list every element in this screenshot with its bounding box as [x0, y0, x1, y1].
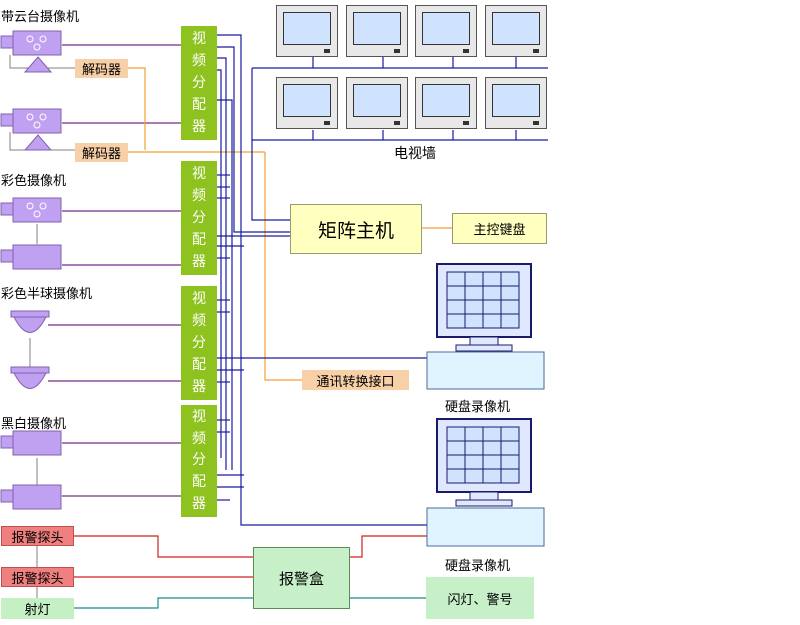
- dvr-label: 硬盘录像机: [445, 559, 511, 574]
- color-camera-label: 彩色摄像机: [1, 174, 67, 189]
- video-lines: [217, 34, 548, 526]
- matrix-host: 矩阵主机: [290, 204, 422, 254]
- ptz-camera-icon: [0, 108, 62, 151]
- distributor-char: 配: [192, 96, 206, 113]
- color-dome-camera-label: 彩色半球摄像机: [1, 287, 93, 302]
- distributor-char: 分: [192, 452, 206, 469]
- distributor-char: 视: [192, 30, 206, 47]
- color-camera-icon: [0, 197, 62, 223]
- spot-lines: [74, 597, 426, 609]
- distributor-char: 视: [192, 409, 206, 426]
- distributor-char: 配: [192, 231, 206, 248]
- alarm-lines: [74, 535, 428, 578]
- alarm-box: 报警盒: [253, 547, 350, 609]
- dvr-computer-icon: [426, 263, 545, 390]
- distributor-char: 分: [192, 334, 206, 351]
- distributor-char: 分: [192, 74, 206, 91]
- distributor-char: 器: [192, 253, 206, 270]
- distributor-char: 频: [192, 430, 206, 447]
- camera-video-lines: [48, 44, 181, 497]
- alarm-probe: 报警探头: [1, 567, 74, 587]
- ptz-camera-icon: [0, 30, 62, 73]
- tv-monitor-icon: [415, 5, 477, 57]
- ptz-camera-label: 带云台摄像机: [1, 10, 80, 25]
- master-keyboard: 主控键盘: [452, 213, 547, 244]
- tv-monitor-icon: [485, 5, 547, 57]
- dome-camera-icon: [10, 310, 50, 333]
- decoder-box: 解码器: [75, 143, 128, 162]
- video-distributor: 视 频 分 配 器: [181, 26, 217, 140]
- color-camera-icon: [0, 244, 62, 270]
- distributor-char: 频: [192, 52, 206, 69]
- distributor-char: 配: [192, 356, 206, 373]
- tv-monitor-icon: [276, 77, 338, 129]
- dvr-computer-icon: [426, 418, 545, 547]
- decoder-box: 解码器: [75, 59, 128, 78]
- bw-camera-icon: [0, 484, 62, 510]
- distributor-char: 频: [192, 187, 206, 204]
- distributor-char: 视: [192, 165, 206, 182]
- tv-monitor-icon: [276, 5, 338, 57]
- flash-siren: 闪灯、警号: [426, 577, 534, 619]
- tv-monitor-icon: [415, 77, 477, 129]
- video-distributor: 视 频 分 配 器: [181, 286, 217, 400]
- comm-converter: 通讯转换接口: [302, 370, 409, 390]
- video-distributor: 视 频 分 配 器: [181, 405, 217, 517]
- dvr-label: 硬盘录像机: [445, 400, 511, 415]
- distributor-char: 频: [192, 312, 206, 329]
- distributor-char: 器: [192, 378, 206, 395]
- distributor-char: 视: [192, 290, 206, 307]
- distributor-char: 分: [192, 209, 206, 226]
- distributor-char: 器: [192, 118, 206, 135]
- mount-lines: [9, 55, 75, 600]
- tv-monitor-icon: [346, 5, 408, 57]
- bw-camera-icon: [0, 430, 62, 456]
- tv-monitor-icon: [485, 77, 547, 129]
- tv-wall-label: 电视墙: [394, 146, 436, 162]
- video-distributor: 视 频 分 配 器: [181, 161, 217, 275]
- bw-camera-label: 黑白摄像机: [1, 417, 67, 432]
- tv-monitor-icon: [346, 77, 408, 129]
- dome-camera-icon: [10, 366, 50, 389]
- control-lines: [128, 67, 452, 381]
- spotlight: 射灯: [1, 598, 74, 619]
- distributor-char: 配: [192, 474, 206, 491]
- distributor-char: 器: [192, 495, 206, 512]
- alarm-probe: 报警探头: [1, 526, 74, 546]
